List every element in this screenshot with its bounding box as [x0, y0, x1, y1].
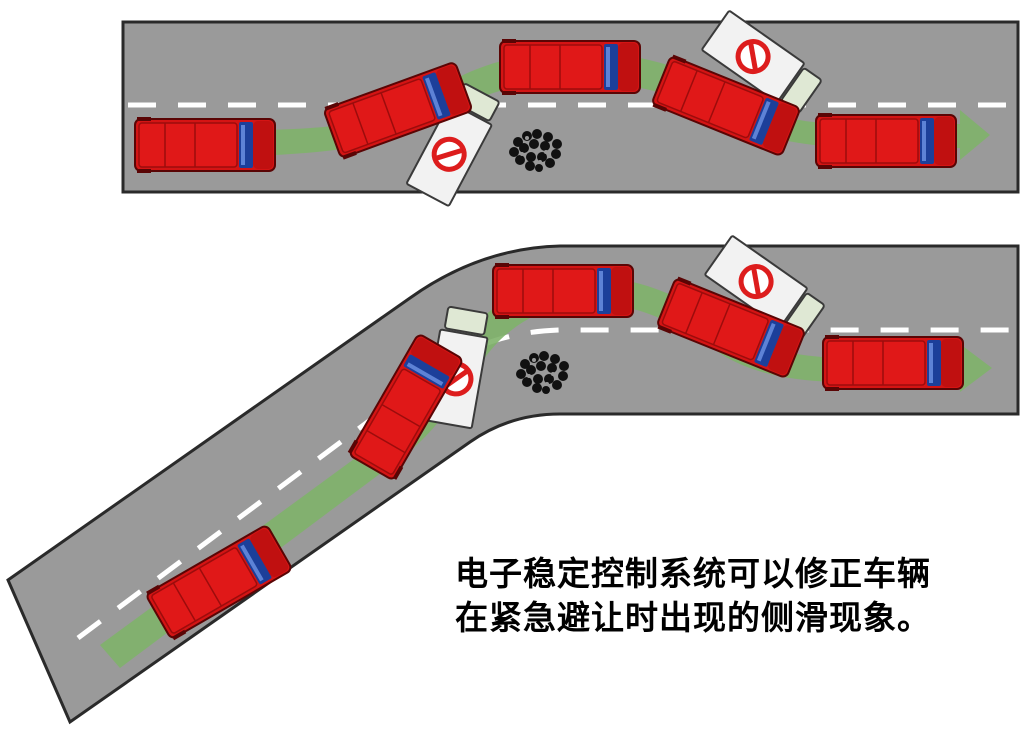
caption-line-2: 在紧急避让时出现的侧滑现象。 [455, 598, 931, 637]
top-road-scenario [121, 11, 1020, 207]
top-car-3-icon [499, 38, 641, 96]
top-car-1-icon [134, 116, 276, 174]
caption-line-1: 电子稳定控制系统可以修正车辆 [455, 554, 931, 593]
bottom-road-scenario [6, 236, 1020, 725]
bottom-car-5-icon [822, 334, 964, 392]
top-car-5-icon [815, 112, 957, 170]
bottom-vehicle-path-arrow [100, 275, 992, 668]
bottom-car-3-icon [492, 262, 634, 320]
